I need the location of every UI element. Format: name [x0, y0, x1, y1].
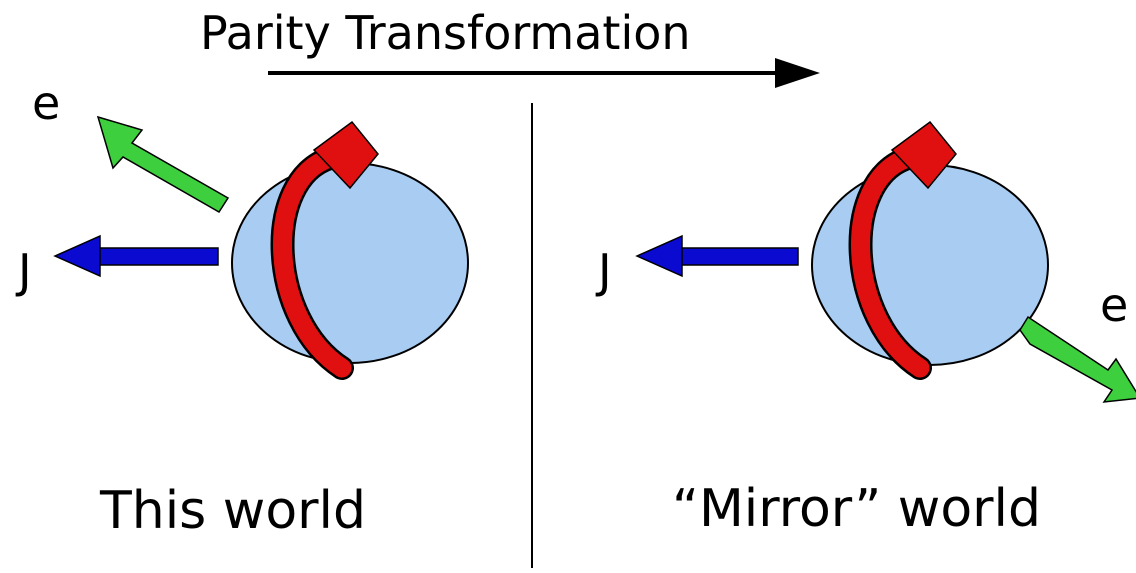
left-spin-arrow [55, 236, 218, 276]
left-electron-arrow [98, 117, 228, 212]
right-spin-label: J [598, 248, 612, 294]
right-caption: “Mirror” world [672, 483, 1041, 535]
right-spin-arrow [637, 236, 798, 276]
left-caption: This world [100, 485, 366, 537]
right-electron-label: e [1100, 282, 1128, 328]
diagram-title: Parity Transformation [200, 10, 691, 56]
left-spin-label: J [18, 248, 32, 294]
left-electron-label: e [32, 80, 60, 126]
left-nucleus [232, 163, 468, 363]
transformation-arrow [268, 58, 820, 88]
right-nucleus [812, 165, 1048, 365]
